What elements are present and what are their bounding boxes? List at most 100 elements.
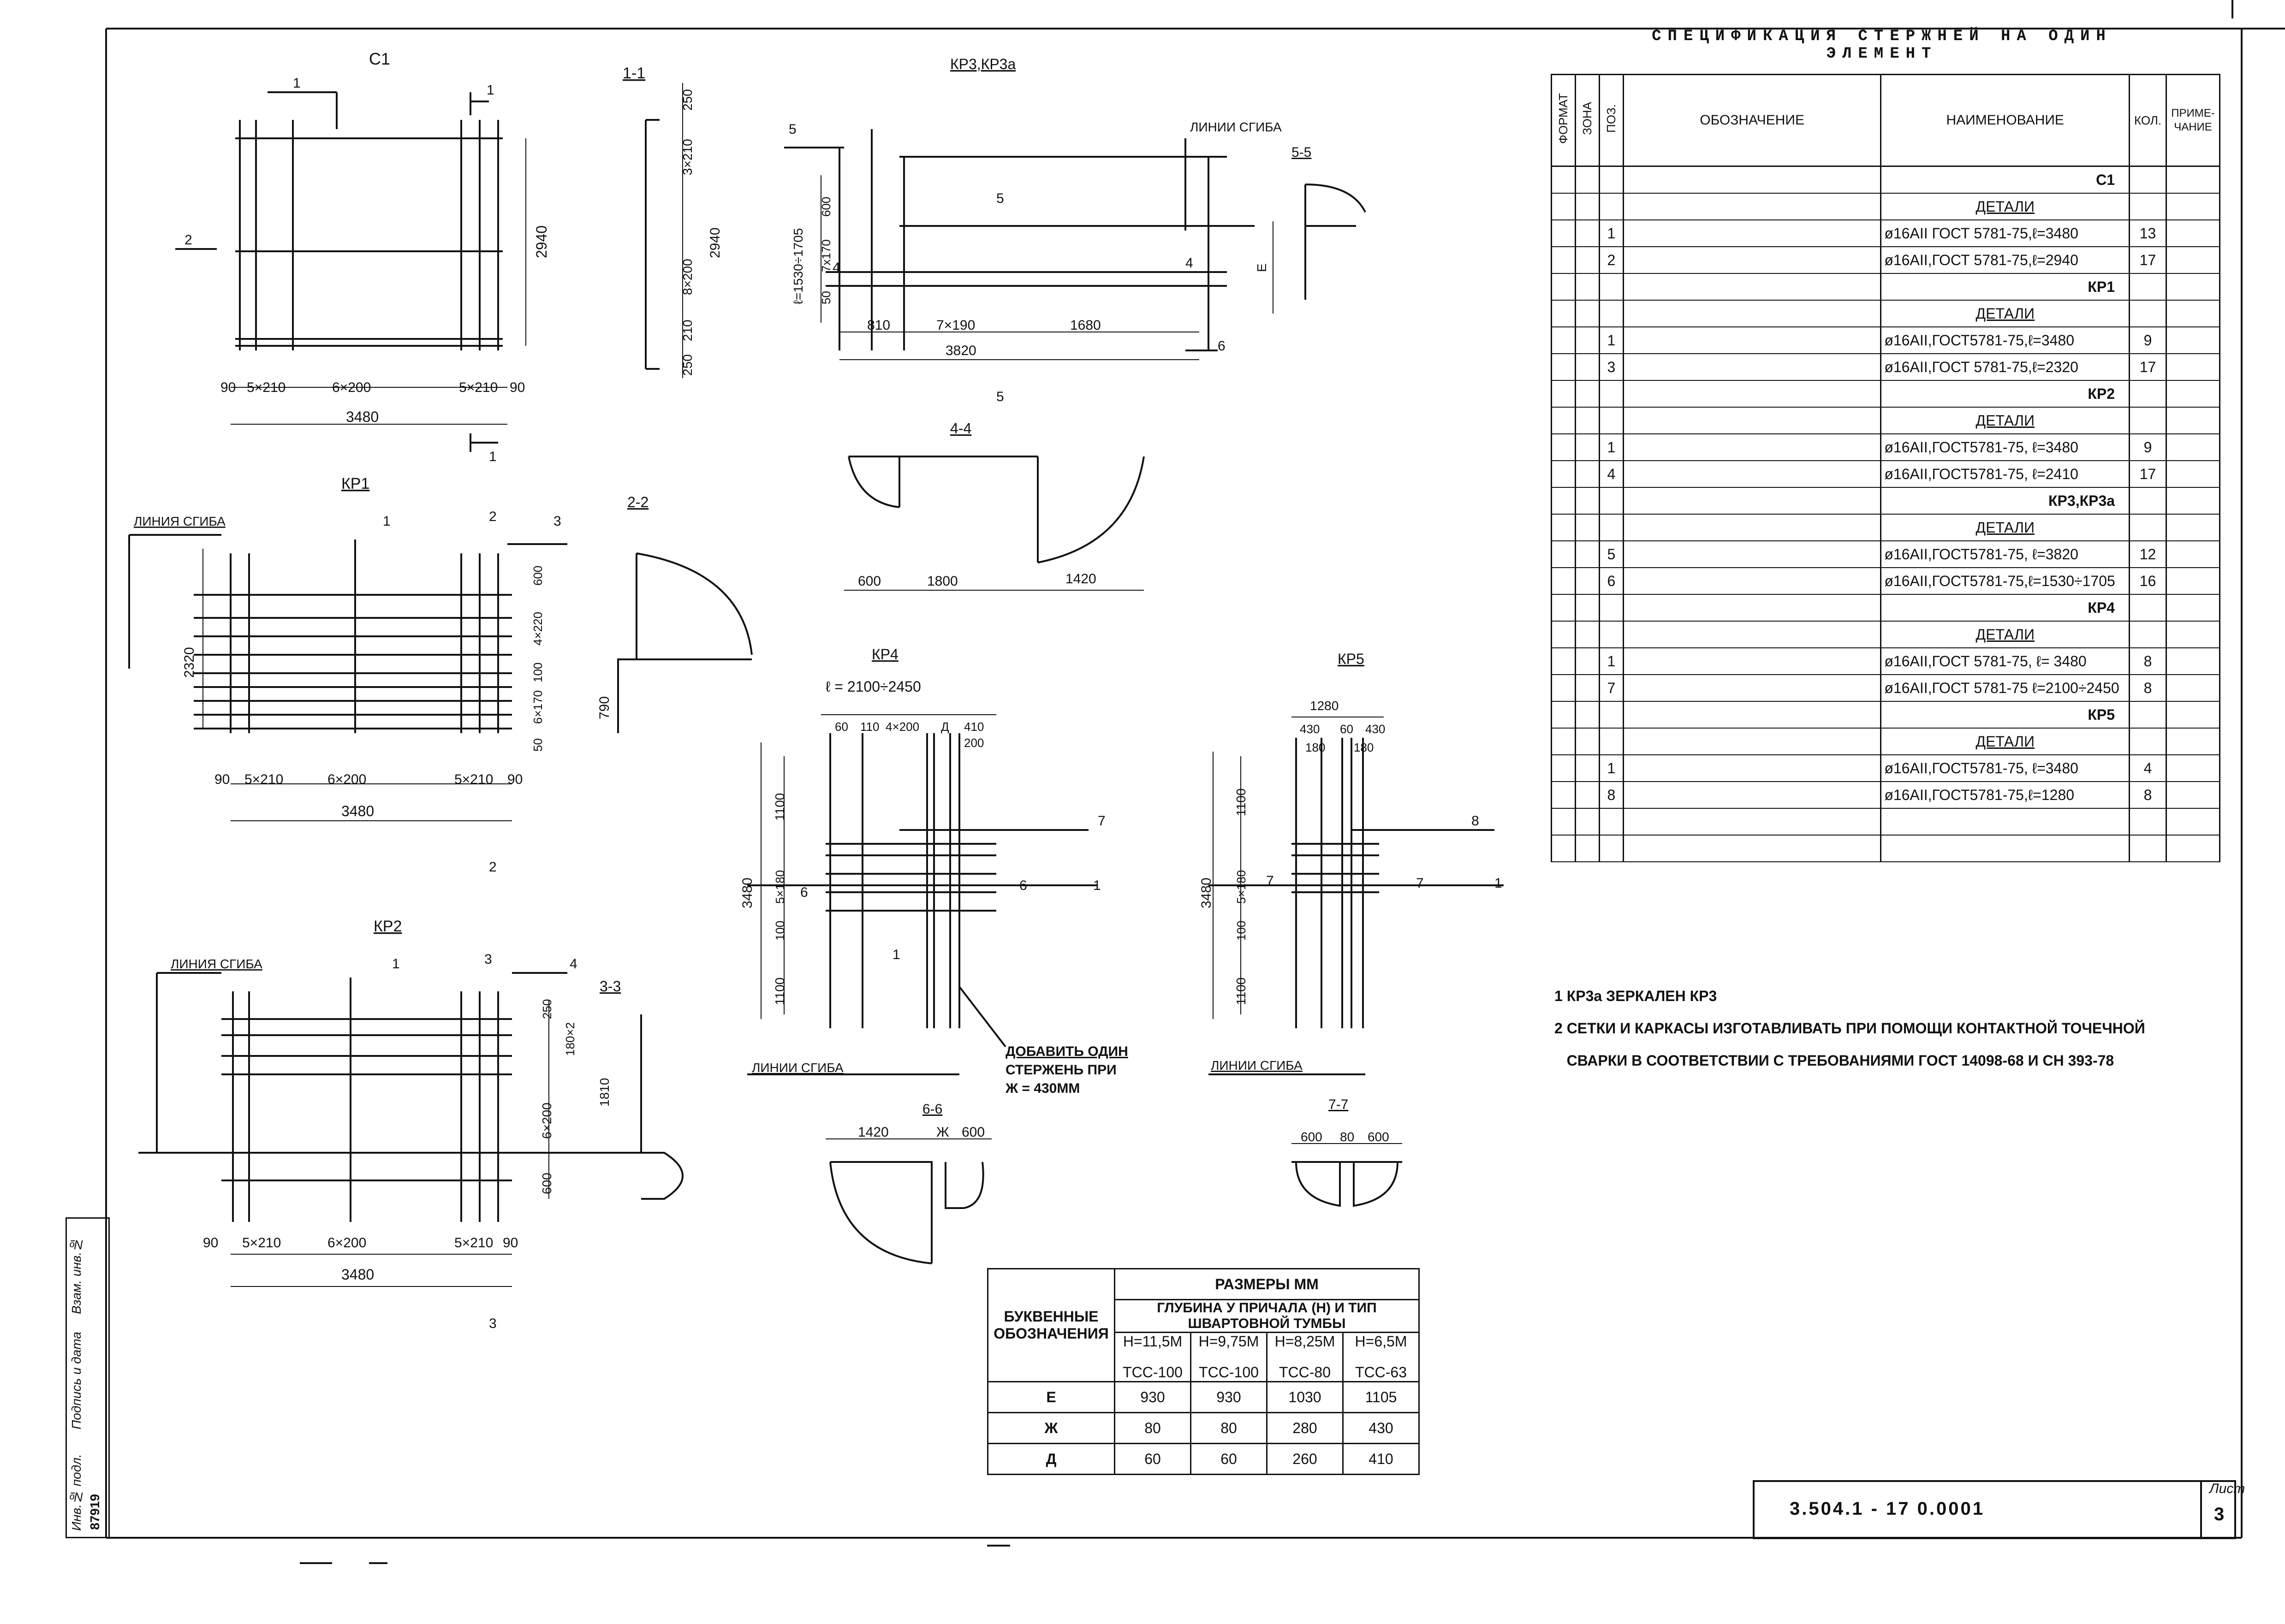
spec-pos-cell — [1598, 728, 1624, 755]
spec-name-cell: С1 — [1880, 166, 2130, 194]
spec-pos-cell: 1 — [1598, 648, 1624, 675]
note-2: 2 СЕТКИ И КАРКАСЫ ИЗГОТАВЛИВАТЬ ПРИ ПОМО… — [1554, 1020, 2145, 1037]
spec-pos-cell: 4 — [1598, 461, 1624, 488]
kp1-mark: 2 — [489, 859, 497, 875]
spec-designation-cell — [1622, 166, 1882, 194]
kp5-dim: 430 — [1365, 722, 1385, 736]
spec-zone-cell — [1574, 541, 1600, 568]
kp5-dim: 5×180 — [1234, 870, 1248, 904]
kp1-dim: 3480 — [341, 803, 374, 819]
spec-zone-cell — [1574, 808, 1600, 836]
spec-name-cell — [1880, 835, 2130, 862]
s66-dim: 600 — [962, 1125, 985, 1140]
spec-header-name: НАИМЕНОВАНИЕ — [1880, 74, 2130, 167]
kp2-dim: 3480 — [341, 1266, 374, 1283]
spec-format-cell — [1551, 220, 1576, 247]
spec-qty-cell: 9 — [2129, 327, 2167, 354]
spec-note-cell — [2166, 300, 2220, 327]
spec-pos-cell: 1 — [1598, 220, 1624, 247]
title-block — [1753, 1480, 2236, 1539]
kp2-dim: 6×200 — [327, 1235, 366, 1251]
spec-designation-cell — [1622, 594, 1882, 622]
spec-pos-cell: 1 — [1598, 755, 1624, 782]
spec-designation-cell — [1622, 701, 1882, 729]
spec-qty-cell — [2129, 407, 2167, 434]
spec-designation-cell — [1622, 461, 1882, 488]
kp5-title: КР5 — [1338, 651, 1364, 667]
spec-qty-cell: 16 — [2129, 568, 2167, 595]
spec-format-cell — [1551, 568, 1576, 595]
spec-format-cell — [1551, 434, 1576, 461]
spec-pos-cell — [1598, 808, 1624, 836]
c1-dim: 3480 — [346, 409, 379, 425]
spec-qty-cell: 4 — [2129, 755, 2167, 782]
kp1-dim: 5×210 — [244, 772, 283, 787]
spec-zone-cell — [1574, 835, 1600, 862]
spec-header-format: ФОРМАТ — [1551, 74, 1576, 167]
spec-note-cell — [2166, 701, 2220, 729]
spec-header-designation: ОБОЗНАЧЕНИЕ — [1622, 74, 1882, 167]
s11-dim: 250 — [680, 89, 695, 111]
spec-zone-cell — [1574, 300, 1600, 327]
side-stamp — [65, 1217, 110, 1538]
kp4-dim: 410 — [964, 720, 984, 734]
spec-zone-cell — [1574, 220, 1600, 247]
kp3-e: Е — [1255, 263, 1269, 272]
spec-format-cell — [1551, 594, 1576, 622]
kp4-note-1: ДОБАВИТЬ ОДИН — [1006, 1044, 1128, 1059]
kp2-dim: 1810 — [597, 1078, 612, 1107]
spec-zone-cell — [1574, 273, 1600, 301]
section-6-6 — [826, 1138, 992, 1264]
spec-note-cell — [2166, 648, 2220, 675]
kp4-dim: 4×200 — [886, 720, 919, 734]
spec-note-cell — [2166, 220, 2220, 247]
kp2-title: КР2 — [374, 918, 402, 935]
drawing-c1 — [175, 91, 526, 452]
spec-name-cell: ДЕТАЛИ — [1880, 407, 2130, 434]
kp4-mark: 1 — [893, 947, 900, 962]
kp5-dim: 180 — [1305, 741, 1325, 754]
c1-dim: 2940 — [533, 225, 550, 258]
spec-pos-cell — [1598, 487, 1624, 515]
spec-row: С1 — [1551, 166, 2220, 194]
spec-table: ФОРМАТ ЗОНА ПОЗ. ОБОЗНАЧЕНИЕ НАИМЕНОВАНИ… — [1551, 74, 2220, 862]
kp2-dim: 180×2 — [563, 1022, 577, 1056]
drawing-kp3 — [784, 129, 1255, 360]
s66-dim: 1420 — [858, 1125, 889, 1140]
spec-qty-cell — [2129, 835, 2167, 862]
kp3-mark: 6 — [1218, 338, 1226, 354]
section-5-5 — [1273, 184, 1366, 314]
spec-pos-cell — [1598, 621, 1624, 648]
spec-pos-cell — [1598, 300, 1624, 327]
section-3-3 — [640, 1014, 684, 1200]
side-inv-value: 87919 — [88, 1494, 102, 1530]
drawing-code: 3.504.1 - 17 0.0001 — [1790, 1499, 1985, 1519]
spec-designation-cell — [1622, 487, 1882, 515]
spec-pos-cell — [1598, 166, 1624, 194]
spec-name-cell: ø16АII ГОСТ 5781-75,ℓ=3480 — [1880, 220, 2130, 247]
spec-pos-cell — [1598, 835, 1624, 862]
spec-zone-cell — [1574, 568, 1600, 595]
spec-name-cell: ДЕТАЛИ — [1880, 514, 2130, 541]
kp4-mark: 6 — [800, 885, 808, 900]
spec-format-cell — [1551, 354, 1576, 381]
spec-qty-cell: 8 — [2129, 782, 2167, 809]
c1-mark-2: 2 — [184, 232, 192, 248]
kp3-mark: 4 — [1185, 255, 1193, 271]
spec-format-cell — [1551, 541, 1576, 568]
spec-name-cell: ДЕТАЛИ — [1880, 193, 2130, 220]
spec-row: ДЕТАЛИ — [1551, 728, 2220, 755]
side-replace-label: Взам. инв.№ — [69, 1237, 83, 1314]
spec-designation-cell — [1622, 835, 1882, 862]
spec-row — [1551, 808, 2220, 836]
spec-row: ДЕТАЛИ — [1551, 407, 2220, 434]
spec-row: ДЕТАЛИ — [1551, 300, 2220, 327]
s11-dim: 3×210 — [680, 139, 695, 175]
spec-header-note: ПРИМЕ-ЧАНИЕ — [2166, 74, 2220, 167]
s66-dim: Ж — [936, 1125, 949, 1140]
spec-note-cell — [2166, 621, 2220, 648]
kp5-bend-line: ЛИНИИ СГИБА — [1211, 1058, 1303, 1073]
spec-designation-cell — [1622, 247, 1882, 274]
